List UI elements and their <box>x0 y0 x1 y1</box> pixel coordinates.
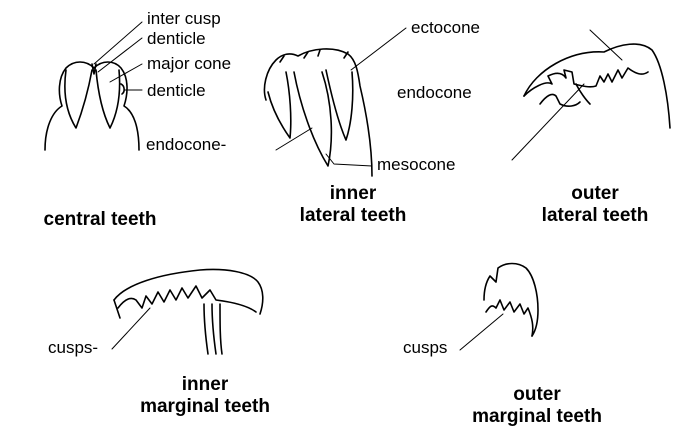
caption-inner-lateral-teeth: inner lateral teeth <box>263 183 443 228</box>
caption-outer-lateral-line1: outer <box>510 183 680 205</box>
outer-marginal-leaders <box>460 314 503 350</box>
caption-central-teeth: central teeth <box>10 209 190 231</box>
label-denticle: denticle <box>147 82 206 99</box>
inner-lateral-tooth-drawing <box>264 49 372 176</box>
label-cusps-inner: cusps- <box>48 339 98 356</box>
caption-outer-lateral-teeth: outer lateral teeth <box>510 183 680 228</box>
caption-inner-lateral-line2: lateral teeth <box>263 205 443 227</box>
label-mesocone: mesocone <box>377 156 455 173</box>
inner-lateral-leaders <box>276 28 406 166</box>
caption-outer-lateral-line2: lateral teeth <box>510 205 680 227</box>
caption-central-line: central teeth <box>10 209 190 231</box>
caption-outer-marginal-teeth: outer marginal teeth <box>442 384 632 429</box>
caption-outer-marginal-line1: outer <box>442 384 632 406</box>
label-cusps-outer: cusps <box>403 339 447 356</box>
caption-outer-marginal-line2: marginal teeth <box>442 406 632 428</box>
label-denticle-top: denticle <box>147 30 206 47</box>
caption-inner-marginal-line2: marginal teeth <box>110 396 300 418</box>
caption-inner-marginal-line1: inner <box>110 374 300 396</box>
caption-inner-marginal-teeth: inner marginal teeth <box>110 374 300 419</box>
label-major-cone: major cone <box>147 55 231 72</box>
label-endocone-right: endocone <box>397 84 472 101</box>
central-leaders <box>94 22 142 90</box>
label-ectocone: ectocone <box>411 19 480 36</box>
outer-lateral-tooth-drawing <box>524 44 670 128</box>
inner-marginal-tooth-drawing <box>114 270 263 355</box>
label-endocone-left: endocone- <box>146 136 226 153</box>
caption-inner-lateral-line1: inner <box>263 183 443 205</box>
inner-marginal-leaders <box>112 308 150 349</box>
label-inter-cusp: inter cusp <box>147 10 221 27</box>
central-tooth-drawing <box>45 62 139 150</box>
outer-marginal-tooth-drawing <box>484 264 538 337</box>
outer-lateral-leaders <box>512 30 622 160</box>
